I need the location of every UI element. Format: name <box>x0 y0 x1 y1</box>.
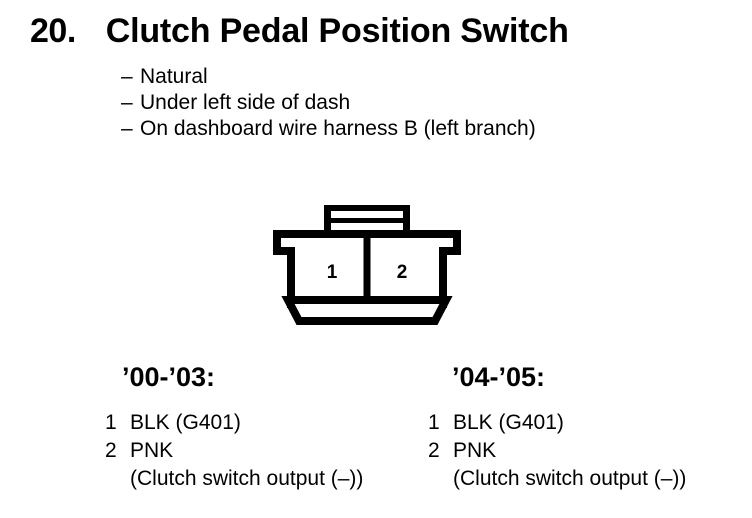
list-item: 1 BLK (G401) <box>428 409 686 437</box>
list-item: – Natural <box>121 64 536 90</box>
year-range-heading: ’04-’05: <box>452 362 546 392</box>
year-column-2000-2003: ’00-’03: 1 BLK (G401) 2 PNK (Clutch swit… <box>105 364 363 493</box>
list-item: – On dashboard wire harness B (left bran… <box>121 116 536 142</box>
list-item: 1 BLK (G401) <box>105 409 363 437</box>
pin-note: (Clutch switch output (–)) <box>130 467 364 490</box>
pin-list: 1 BLK (G401) 2 PNK <box>428 409 686 465</box>
item-number: 20. <box>30 12 76 50</box>
connector-diagram: 1 2 <box>262 196 472 328</box>
dash-icon: – <box>121 91 133 114</box>
year-column-2004-2005: ’04-’05: 1 BLK (G401) 2 PNK (Clutch swit… <box>428 364 686 493</box>
list-item: 2 PNK <box>428 437 686 465</box>
pin-label: PNK <box>130 439 174 462</box>
pin-1-number: 1 <box>327 262 338 283</box>
list-item-label: Under left side of dash <box>140 91 351 114</box>
dash-icon: – <box>121 65 133 88</box>
connector-foot <box>281 296 453 325</box>
pin-assignment-columns: ’00-’03: 1 BLK (G401) 2 PNK (Clutch swit… <box>0 364 752 518</box>
pin-index: 1 <box>105 411 117 434</box>
pin-note: (Clutch switch output (–)) <box>453 467 687 490</box>
pin-list: 1 BLK (G401) 2 PNK <box>105 409 363 465</box>
dash-icon: – <box>121 117 133 140</box>
pin-index: 2 <box>428 439 440 462</box>
list-item: – Under left side of dash <box>121 90 536 116</box>
year-range-heading: ’00-’03: <box>122 362 216 392</box>
title-row: 20. Clutch Pedal Position Switch <box>30 14 569 48</box>
list-item-label: On dashboard wire harness B (left branch… <box>140 117 536 140</box>
description-list: – Natural – Under left side of dash – On… <box>121 64 536 142</box>
pin-label: BLK (G401) <box>453 411 564 434</box>
list-item: 2 PNK <box>105 437 363 465</box>
list-item-label: Natural <box>140 65 208 88</box>
page-title: Clutch Pedal Position Switch <box>105 12 569 50</box>
pin-2-number: 2 <box>397 262 408 283</box>
pin-label: PNK <box>453 439 497 462</box>
pin-label: BLK (G401) <box>130 411 241 434</box>
pin-index: 2 <box>105 439 117 462</box>
pin-index: 1 <box>428 411 440 434</box>
